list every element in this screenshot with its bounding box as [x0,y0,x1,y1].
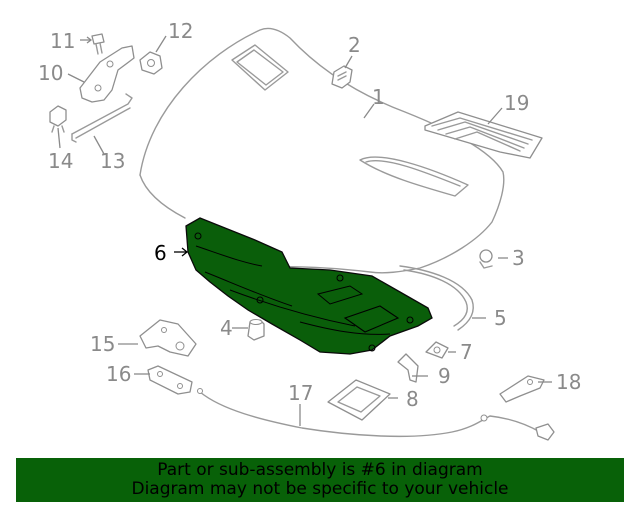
info-banner: Part or sub-assembly is #6 in diagram Di… [16,458,624,502]
callout-3[interactable]: 3 [512,246,525,270]
callout-7[interactable]: 7 [460,340,473,364]
callout-16[interactable]: 16 [106,362,131,386]
part-1-hood-panel[interactable] [139,27,505,274]
callout-19[interactable]: 19 [504,91,529,115]
part-11-bolt[interactable] [91,33,105,55]
callout-9[interactable]: 9 [438,364,451,388]
part-13-prop-rod[interactable] [71,93,133,143]
callout-11[interactable]: 11 [50,29,75,53]
part-4-bumper[interactable] [247,319,265,341]
part-18-release-handle[interactable] [499,375,545,403]
part-3-clip[interactable] [479,249,493,269]
part-15-latch[interactable] [139,319,197,357]
callout-5[interactable]: 5 [494,306,507,330]
part-19-grille[interactable] [424,111,543,159]
part-5-weatherstrip[interactable] [399,265,474,331]
callout-14[interactable]: 14 [48,149,73,173]
callout-10[interactable]: 10 [38,61,63,85]
callout-2[interactable]: 2 [348,33,361,57]
part-12-clip[interactable] [139,51,163,75]
callout-1[interactable]: 1 [372,85,385,109]
part-16-striker[interactable] [147,365,193,395]
part-2-bumper-stop[interactable] [331,65,353,89]
part-10-hinge[interactable] [79,45,135,103]
callout-12[interactable]: 12 [168,19,193,43]
part-7-clip[interactable] [425,341,449,359]
leader-lines [57,35,552,426]
part-6-hood-insulator[interactable] [185,217,433,355]
part-8-handle-bezel[interactable] [327,379,391,421]
callout-6[interactable]: 6 [154,241,167,265]
part-17-release-cable[interactable] [197,388,555,441]
callout-13[interactable]: 13 [100,149,125,173]
callout-17[interactable]: 17 [288,381,313,405]
banner-line-disclaimer: Diagram may not be specific to your vehi… [131,479,509,499]
banner-line-part-number: Part or sub-assembly is #6 in diagram [157,460,483,480]
callout-8[interactable]: 8 [406,387,419,411]
callout-18[interactable]: 18 [556,370,581,394]
part-14-grommet[interactable] [49,105,67,133]
callout-4[interactable]: 4 [220,316,233,340]
part-9-bracket[interactable] [397,353,419,383]
callout-15[interactable]: 15 [90,332,115,356]
